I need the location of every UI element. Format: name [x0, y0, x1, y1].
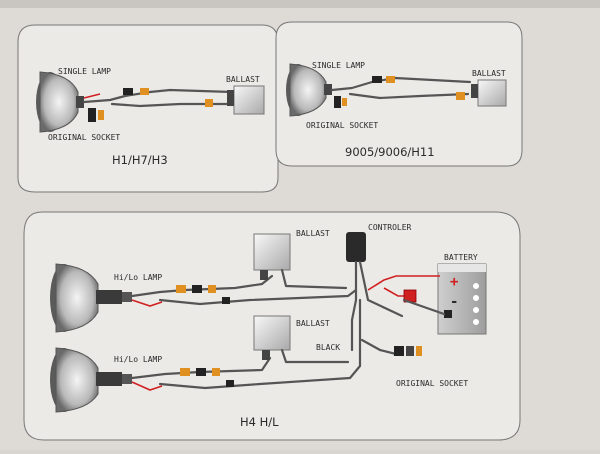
connector-h4-2b: [196, 368, 206, 376]
label-single-lamp-9005: SINGLE LAMP: [312, 61, 365, 70]
wire-h1-red: [83, 93, 101, 99]
label-ballast-h4-2: BALLAST: [296, 319, 330, 328]
wire-9005-lower: [348, 92, 470, 100]
connector-9005-b: [386, 76, 395, 83]
connector-h4-2c: [212, 368, 220, 376]
hi-lo-lamp-1: [50, 263, 132, 333]
battery-minus-sign: -: [450, 294, 458, 310]
label-original-socket-h1: ORIGINAL SOCKET: [48, 133, 120, 142]
label-black: BLACK: [316, 343, 340, 352]
battery-negative-terminal: [444, 310, 452, 318]
label-ballast-h4-1: BALLAST: [296, 229, 330, 238]
panel-9005: SINGLE LAMP BALLAST ORIGINAL SOCKET 9005…: [275, 21, 523, 167]
single-lamp-9005: [286, 63, 332, 117]
ballast-h1: [227, 85, 265, 115]
battery: [437, 263, 487, 335]
title-9005: 9005/9006/H11: [345, 145, 435, 159]
label-ballast-h1: BALLAST: [226, 75, 260, 84]
connector-h4-2a: [180, 368, 190, 376]
title-h1: H1/H7/H3: [112, 153, 168, 167]
connector-h1-a: [123, 88, 133, 95]
panel-h4: + - Hi/Lo LAMP Hi/Lo LAMP BALLAST BALLAS…: [23, 211, 521, 441]
label-single-lamp-h1: SINGLE LAMP: [58, 67, 111, 76]
label-battery: BATTERY: [444, 253, 478, 262]
connector-h4-1d: [222, 297, 230, 304]
controller: [346, 232, 404, 352]
original-socket-h4: [394, 346, 422, 356]
title-h4: H4 H/L: [240, 415, 279, 429]
connector-h4-1a: [176, 285, 186, 293]
connector-h1-c: [205, 99, 213, 107]
label-ballast-9005: BALLAST: [472, 69, 506, 78]
label-original-socket-9005: ORIGINAL SOCKET: [306, 121, 378, 130]
original-socket-h1: [88, 108, 104, 122]
wire-h4-lamp1-b: [158, 288, 358, 306]
connector-9005-a: [372, 76, 382, 83]
connector-h4-2d: [226, 380, 234, 387]
wire-negative: [402, 298, 446, 316]
top-edge: [0, 0, 600, 8]
panel-h1: SINGLE LAMP BALLAST ORIGINAL SOCKET H1/H…: [17, 24, 279, 193]
connector-9005-c: [456, 92, 465, 100]
ballast-h4-1: [253, 233, 348, 290]
ballast-9005: [471, 79, 507, 107]
wire-h4-original-socket: [360, 338, 398, 356]
label-hi-lo-lamp-2: Hi/Lo LAMP: [114, 355, 162, 364]
label-original-socket-h4: ORIGINAL SOCKET: [396, 379, 468, 388]
wire-h4-lamp1-red: [131, 299, 163, 307]
connector-h4-1c: [208, 285, 216, 293]
single-lamp-h1: [36, 71, 84, 133]
wire-h4-lamp2-b: [158, 298, 362, 390]
wire-positive: [367, 275, 440, 291]
connector-h4-1b: [192, 285, 202, 293]
panel-9005-frame: [275, 21, 523, 167]
wire-h1-main: [82, 88, 234, 104]
wire-h4-lamp2-red: [131, 381, 163, 391]
original-socket-9005: [334, 96, 347, 108]
hi-lo-lamp-2: [50, 347, 132, 413]
label-controller: CONTROLER: [368, 223, 412, 232]
label-hi-lo-lamp-1: Hi/Lo LAMP: [114, 273, 162, 282]
wire-positive-fuse: [383, 287, 406, 297]
battery-plus-sign: +: [450, 274, 458, 290]
ballast-h4-2: [253, 315, 350, 364]
connector-h1-b: [140, 88, 149, 95]
